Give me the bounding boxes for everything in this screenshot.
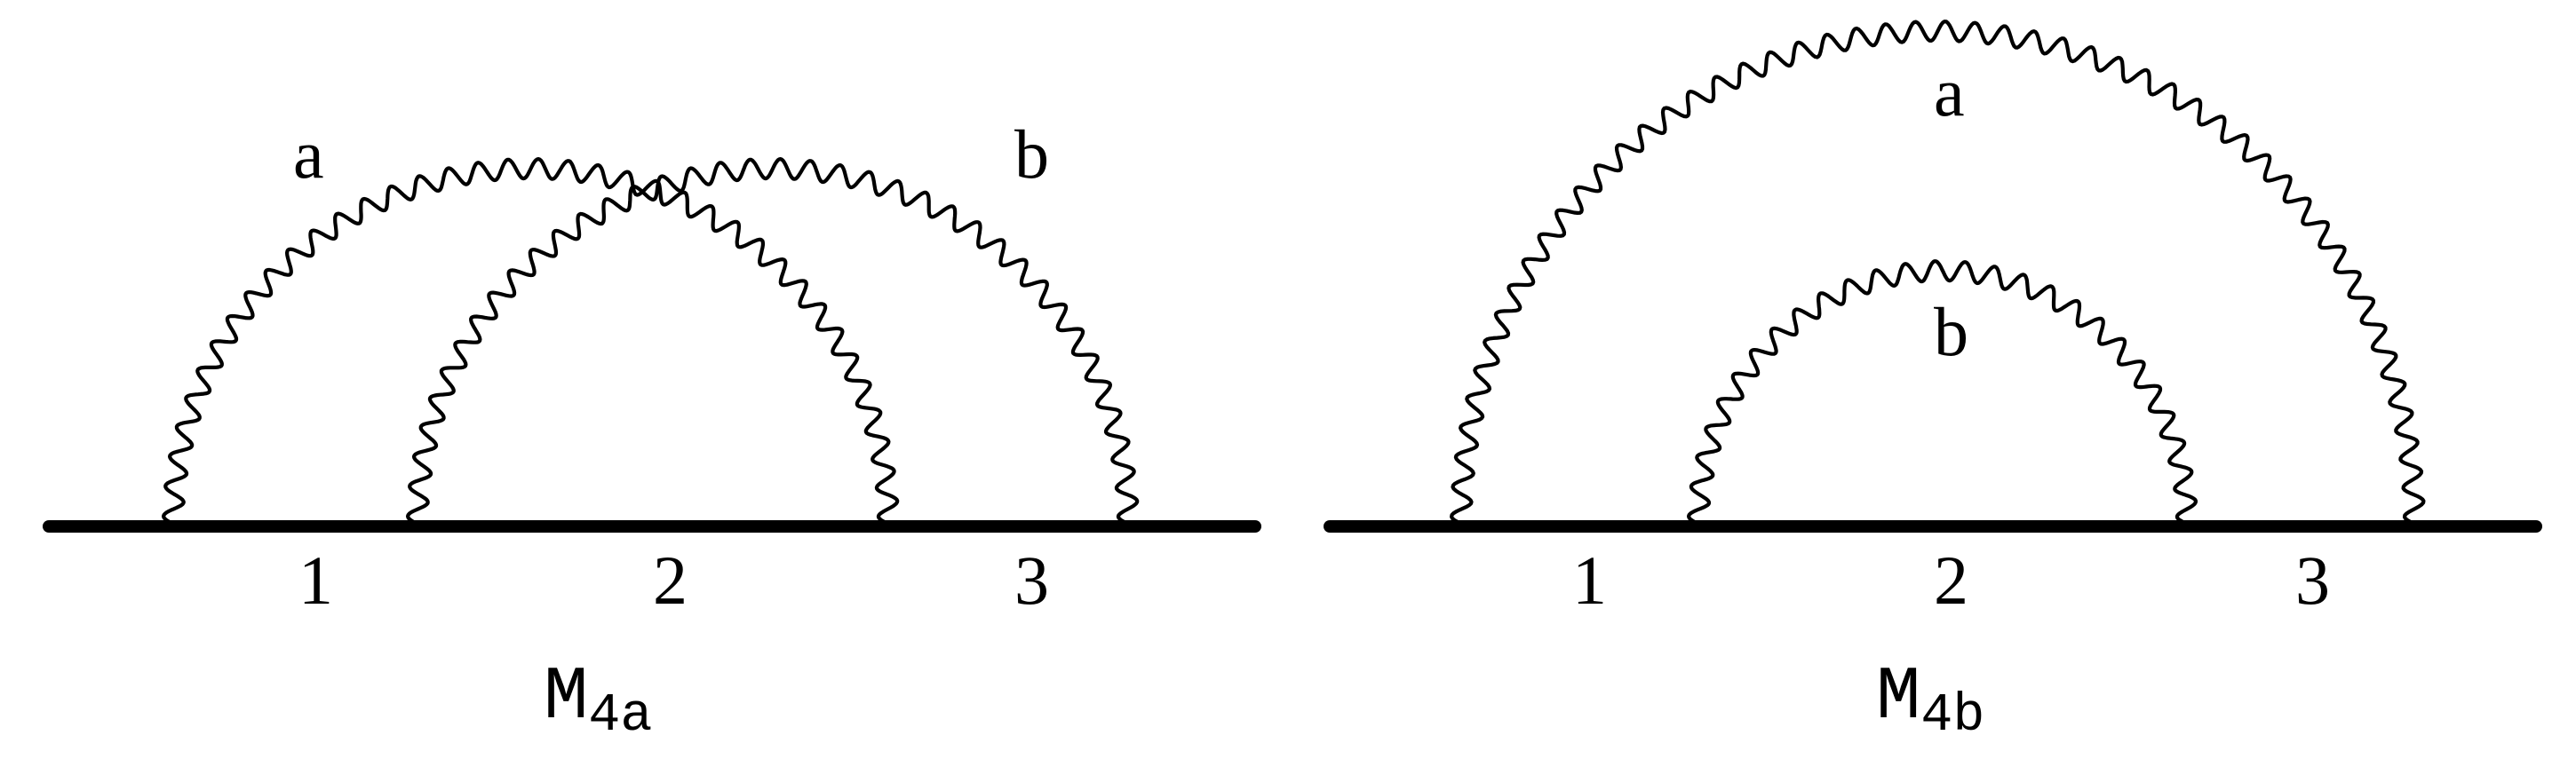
photon-line-a-m4b	[1450, 20, 2426, 526]
vertex-label-1-m4b: 1	[1572, 542, 1607, 619]
vertex-label-3-m4b: 3	[2295, 542, 2330, 619]
diagram-title-m4b: M4b	[1876, 656, 1984, 747]
photon-line-b-m4a	[406, 157, 1140, 526]
photon-line-b-m4b	[1687, 259, 2198, 526]
vertex-label-2-m4a: 2	[653, 542, 688, 619]
photon-label-a-m4a: a	[293, 115, 324, 193]
photon-label-b-m4a: b	[1014, 115, 1049, 193]
photon-line-a-m4a	[162, 157, 900, 526]
diagram-title-m4a: M4a	[544, 656, 652, 747]
photon-label-b-m4b: b	[1934, 293, 1968, 370]
photon-label-a-m4b: a	[1934, 53, 1965, 130]
vertex-label-1-m4a: 1	[298, 542, 333, 619]
diagram-m4b: a b 1 2 3 M4b	[1324, 20, 2542, 747]
diagram-m4a: a b 1 2 3 M4a	[43, 115, 1261, 747]
vertex-label-3-m4a: 3	[1014, 542, 1049, 619]
vertex-label-2-m4b: 2	[1934, 542, 1968, 619]
